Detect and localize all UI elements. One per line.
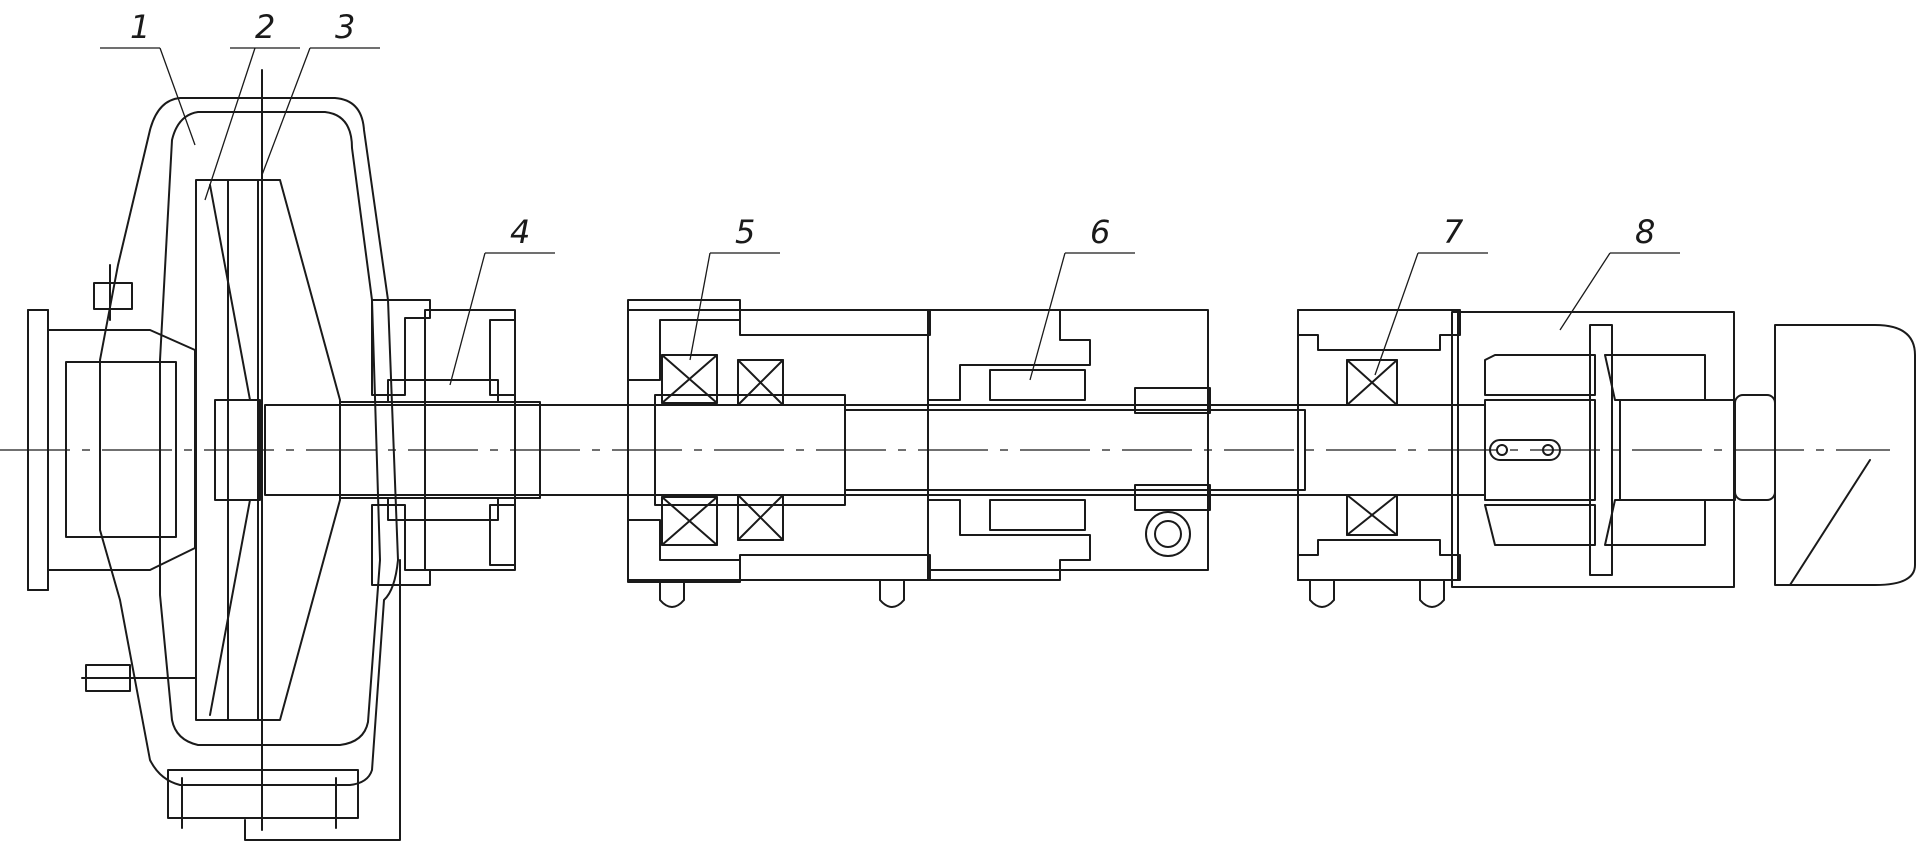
- callout-3-label: 3: [335, 8, 355, 46]
- callouts: 1 2 3 4 5 6 7 8: [100, 8, 1680, 386]
- housing-bolts: [81, 264, 197, 692]
- coupling-housing: [27, 97, 399, 786]
- callout-6-label: 6: [1090, 213, 1110, 251]
- bottom-mount: [167, 559, 401, 841]
- callout-1-label: 1: [130, 8, 150, 46]
- callout-4-label: 4: [510, 213, 530, 251]
- callout-7-label: 7: [1443, 213, 1464, 251]
- bearing-housing-5: [627, 299, 931, 608]
- flexible-coupling-8: [1451, 311, 1736, 588]
- friction-disc-pack: [195, 69, 341, 831]
- motor-end: [1734, 324, 1916, 586]
- bearing-housing-7: [1297, 309, 1461, 608]
- callout-5-label: 5: [735, 213, 755, 251]
- gear-housing-6: [927, 309, 1211, 581]
- callout-2-label: 2: [255, 8, 275, 46]
- callout-8-label: 8: [1635, 213, 1655, 251]
